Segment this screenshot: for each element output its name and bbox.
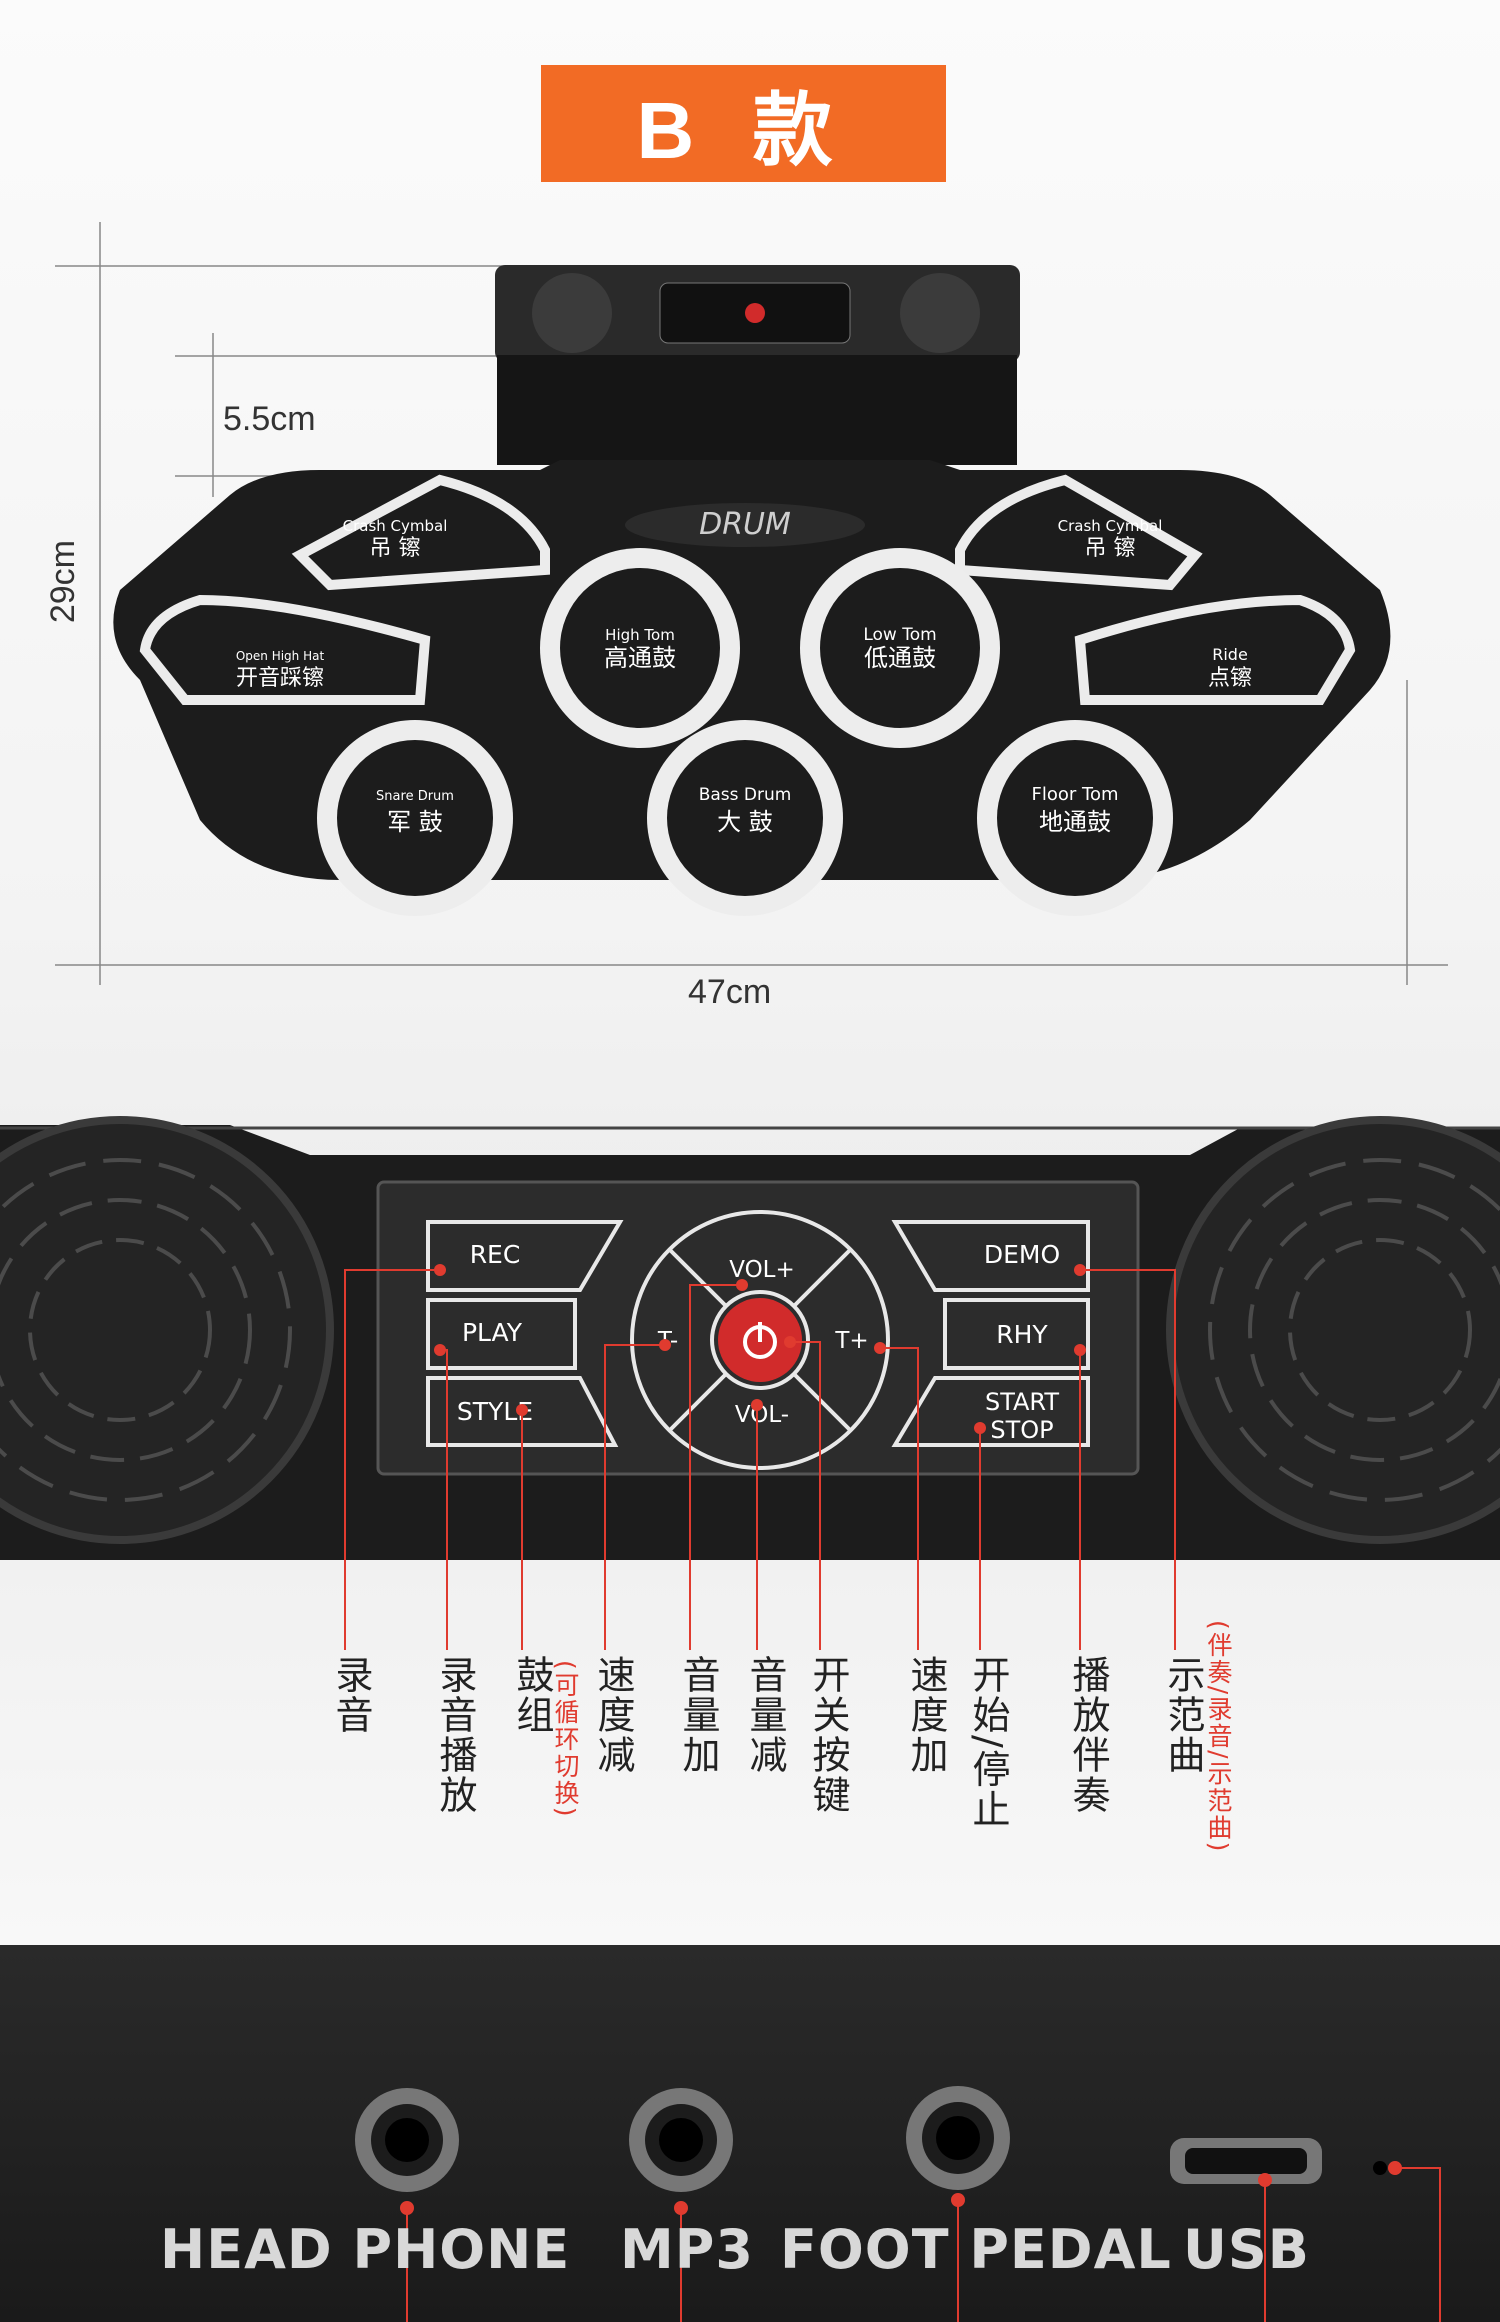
foot-pedal-jack [906,2086,1010,2190]
function-note: (可循环切换) [551,1660,580,1819]
panel-button-outlines [426,1210,1090,1470]
width-label: 47cm [688,973,772,1011]
pad-label-cn: 低通鼓 [864,644,936,672]
pad-label-en: Floor Tom [1032,784,1119,805]
dimension-lines [55,222,1448,985]
function-note: (伴奏/录音/示范曲) [1204,1620,1233,1854]
indicator-led [1373,2161,1387,2175]
function-label: 录音 [329,1655,373,1735]
pad-label-cn: 地通鼓 [1039,808,1111,836]
function-label: 音量加 [676,1655,720,1775]
pad-label-en: Low Tom [863,625,936,645]
pad-label-cn: 吊 镲 [1085,536,1136,561]
button-label-start: START [985,1388,1059,1416]
pad-label-en: Ride [1212,645,1248,664]
port-label-mp3: MP3 [620,2218,754,2281]
port-label-headphone: HEAD PHONE [160,2218,571,2281]
cymbal-pads [139,474,1356,705]
variant-badge: B 款 [541,65,946,182]
function-label: 开始/停止 [966,1655,1010,1830]
button-label-demo: DEMO [984,1240,1060,1269]
function-label: 录音播放 [433,1655,477,1815]
button-label-rhy: RHY [996,1320,1048,1349]
function-label: 开关按键 [806,1655,850,1815]
port-label-usb: USB [1183,2218,1310,2281]
speaker-grille-right [1166,1116,1500,1544]
drum-pads [317,548,1173,916]
pad-label-en: High Tom [605,626,675,644]
drum-logo: DRUM [699,507,791,542]
function-label: 音量减 [743,1655,787,1775]
port-label-foot-pedal: FOOT PEDAL [780,2218,1172,2281]
pad-label-en: Snare Drum [376,789,454,804]
ports-closeup [355,2086,1441,2322]
module-height-label: 5.5cm [223,400,316,438]
pad-label-en: Crash Cymbal [1058,517,1163,535]
headphone-jack [355,2088,459,2192]
leader-lines [344,1264,1176,1650]
button-label-rec: REC [470,1240,521,1269]
pad-label-en: Bass Drum [699,785,792,805]
pad-label-en: Open High Hat [236,649,325,663]
control-module [495,265,1020,465]
pad-label-en: Crash Cymbal [343,517,448,535]
pad-label-cn: 军 鼓 [387,808,443,836]
button-label-stop: STOP [990,1416,1053,1444]
control-panel-closeup: REC PLAY STYLE VOL+ VOL- T- T+ DEMO RHY … [0,1116,1500,1560]
pad-label-cn: 吊 镲 [370,536,421,561]
usb-port [1170,2138,1322,2184]
speaker-grille-left [0,1116,334,1544]
drum-pad-top-view: DRUM Crash Cymbal 吊 镲 Crash Cymbal 吊 镲 O… [55,222,1448,985]
function-label: 播放伴奏 [1066,1655,1110,1815]
mp3-jack [629,2088,733,2192]
function-label: 速度加 [904,1655,948,1775]
ports-panel [0,1945,1500,2322]
pad-label-cn: 开音踩镲 [236,666,324,691]
function-label: 速度减 [591,1655,635,1775]
pad-label-cn: 点镲 [1208,666,1252,691]
function-label: 鼓组 [510,1655,554,1735]
button-label-play: PLAY [462,1318,523,1347]
button-label-vol-up: VOL+ [729,1257,795,1283]
pad-label-cn: 高通鼓 [604,644,676,672]
function-label: 示范曲 [1161,1655,1205,1775]
button-label-t-plus: T+ [834,1328,868,1354]
pad-label-cn: 大 鼓 [717,808,773,836]
total-height-label: 29cm [44,540,82,624]
